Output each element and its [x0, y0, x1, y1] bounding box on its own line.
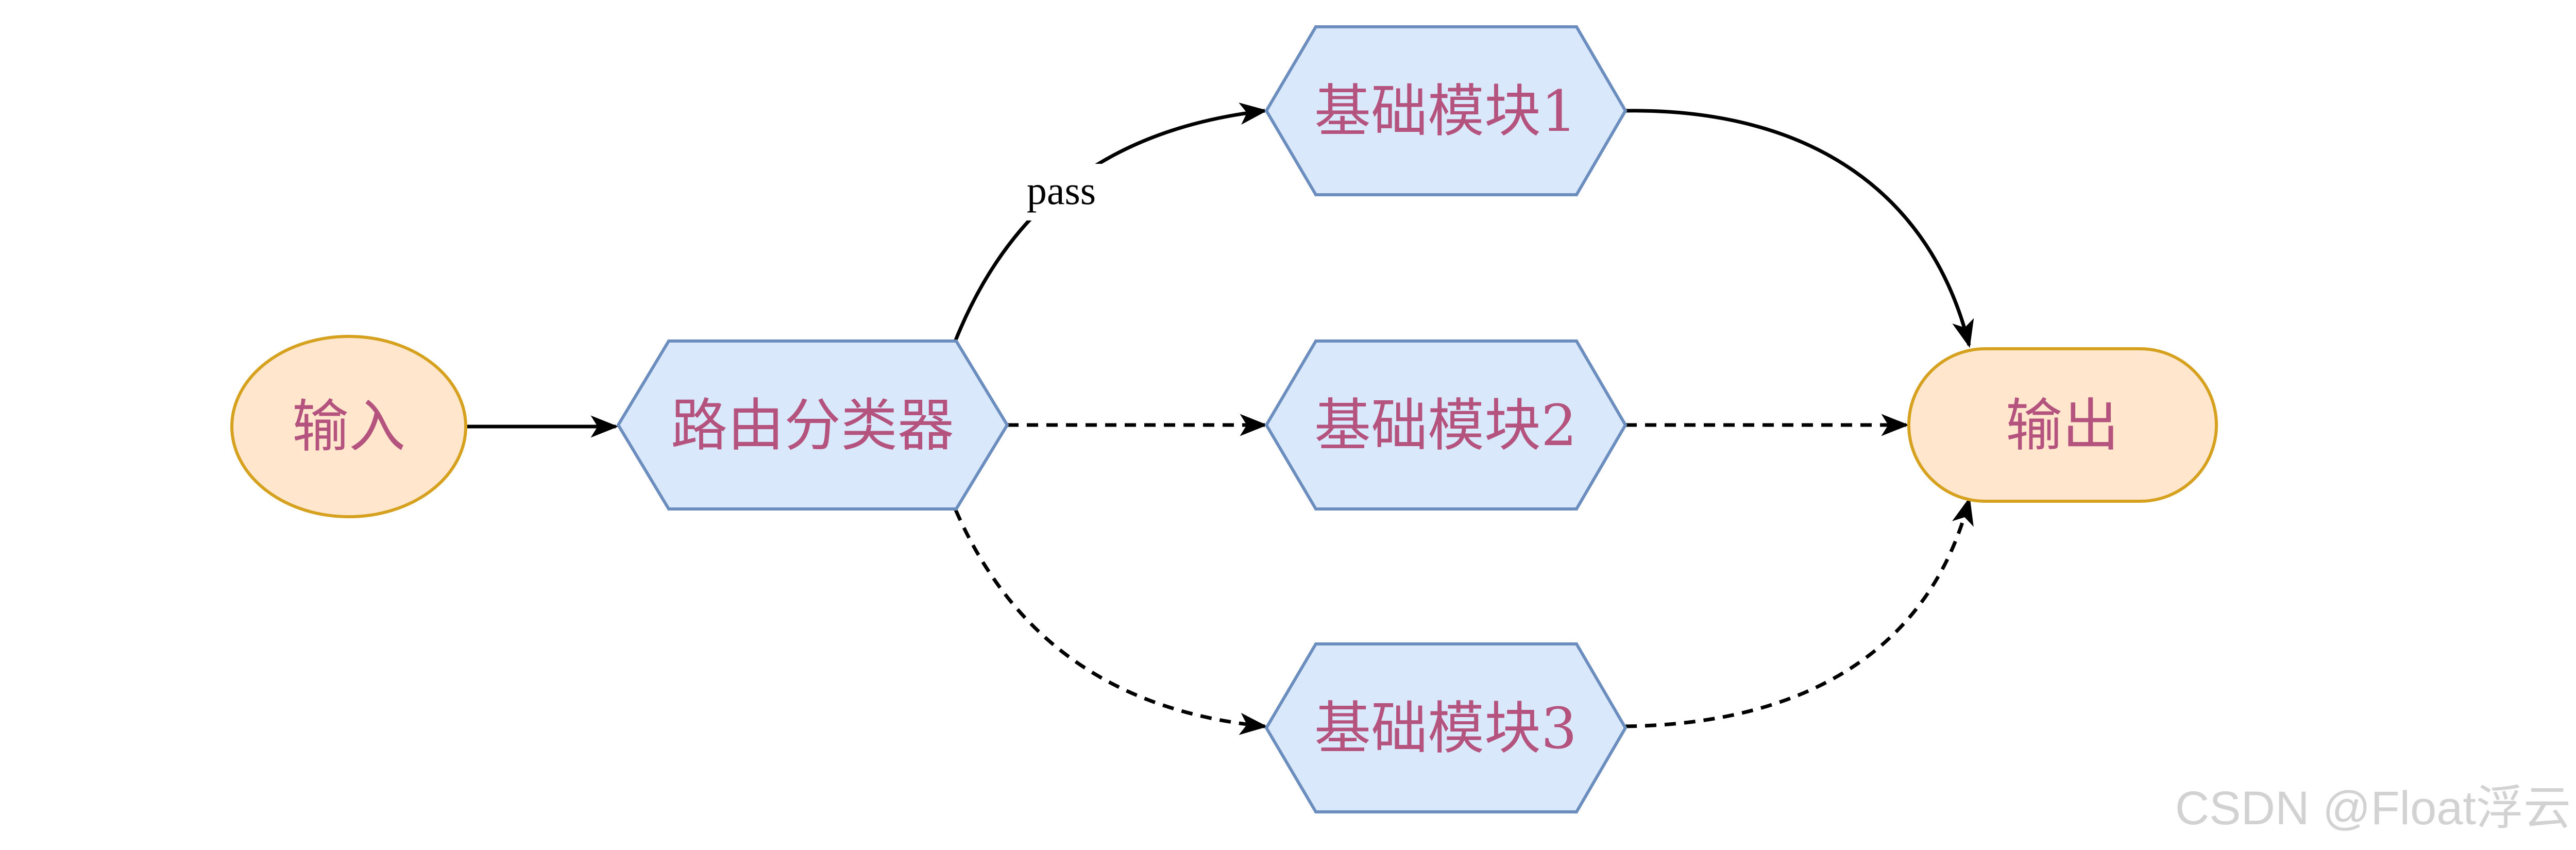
- router-node: 路由分类器: [616, 339, 1009, 511]
- edge-module1-to-output: [1625, 109, 1974, 348]
- router-hexagon: [616, 339, 1009, 511]
- module1-node: 基础模块1: [1264, 25, 1628, 196]
- module3-label: 基础模块3: [1314, 695, 1577, 761]
- edges: [466, 103, 1974, 735]
- module3-hexagon: [1264, 642, 1628, 813]
- watermark-text: CSDN @Float浮云: [2175, 782, 2571, 835]
- input-label: 输入: [292, 394, 405, 460]
- module2-node: 基础模块2: [1264, 339, 1628, 511]
- output-pill: [1907, 347, 2218, 503]
- edge-router-to-module3: [954, 509, 1268, 735]
- edge-label-background: [1015, 164, 1110, 220]
- output-label: 输出: [2006, 393, 2119, 458]
- edge-router-to-module1: [954, 103, 1268, 341]
- module1-hexagon: [1264, 25, 1628, 196]
- module1-label: 基础模块1: [1314, 78, 1577, 144]
- input-node: 输入: [230, 335, 467, 518]
- edge-label-pass: pass: [1027, 168, 1096, 213]
- router-label: 路由分类器: [671, 393, 954, 458]
- module3-node: 基础模块3: [1264, 642, 1628, 813]
- module2-label: 基础模块2: [1314, 393, 1577, 458]
- output-node: 输出: [1907, 347, 2218, 503]
- edge-module3-to-output: [1625, 497, 1974, 728]
- input-ellipse: [230, 335, 467, 518]
- module2-hexagon: [1264, 339, 1628, 511]
